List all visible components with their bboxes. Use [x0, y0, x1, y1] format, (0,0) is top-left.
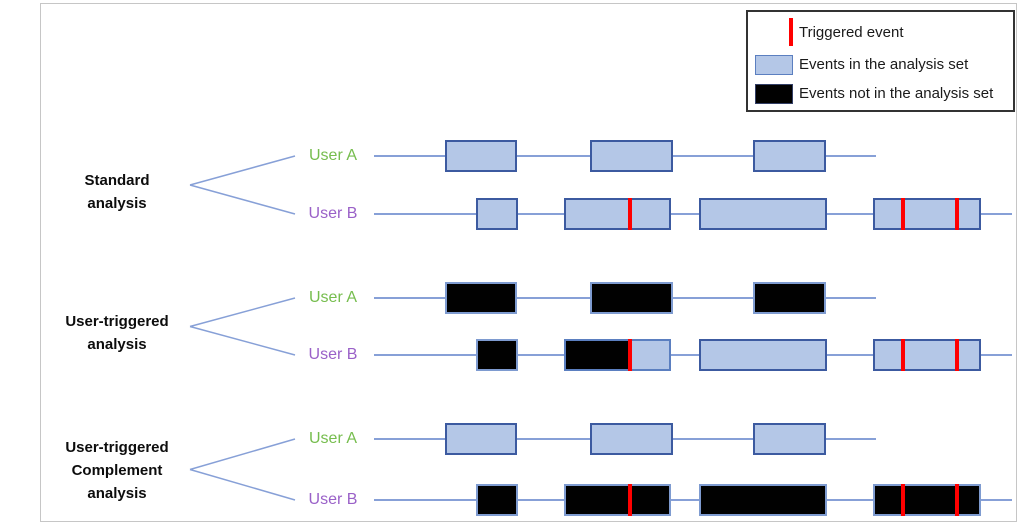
section-label-line: analysis: [87, 195, 147, 212]
legend-label-included-events: Events in the analysis set: [799, 56, 969, 74]
triggered-event-marker: [901, 484, 905, 516]
section-label-standard: Standard analysis: [42, 169, 192, 215]
user-label-standard-user-b: User B: [308, 205, 358, 222]
event-box-included-user-triggered-user-b: [873, 339, 981, 371]
legend: Triggered event Events in the analysis s…: [746, 10, 1015, 112]
section-label-line: Complement: [71, 462, 163, 479]
triggered-event-marker: [628, 484, 632, 516]
excluded-event-swatch-icon: [755, 83, 793, 104]
triggered-event-swatch-icon: [789, 18, 793, 47]
section-label-line: Standard: [84, 172, 150, 189]
user-label-user-triggered-complement-user-a: User A: [308, 430, 357, 447]
event-box-included-user-triggered-complement-user-a: [590, 423, 673, 455]
triggered-event-marker: [955, 339, 959, 371]
event-box-included-user-triggered-user-b: [699, 339, 827, 371]
section-label-line: User-triggered: [65, 313, 169, 330]
timeline-user-triggered-complement-user-b: [374, 499, 1012, 501]
triggered-event-marker: [955, 198, 959, 230]
event-box-included-standard-user-b: [873, 198, 981, 230]
user-label-user-triggered-complement-user-b: User B: [308, 491, 358, 508]
timeline-standard-user-b: [374, 213, 1012, 215]
section-label-line: analysis: [87, 485, 147, 502]
event-box-excluded-user-triggered-complement-user-b: [699, 484, 827, 516]
triggered-event-marker: [955, 484, 959, 516]
event-box-excluded-user-triggered-complement-user-b: [476, 484, 518, 516]
section-label-line: analysis: [87, 336, 147, 353]
legend-item-excluded-events: Events not in the analysis set: [752, 83, 1009, 104]
user-label-standard-user-a: User A: [308, 147, 357, 164]
legend-item-included-events: Events in the analysis set: [752, 54, 1009, 75]
event-box-split-user-triggered-user-b: [564, 339, 671, 371]
user-label-user-triggered-user-b: User B: [308, 346, 358, 363]
event-box-included-standard-user-b: [476, 198, 518, 230]
user-label-user-triggered-user-a: User A: [308, 289, 357, 306]
event-box-excluded-user-triggered-user-a: [590, 282, 673, 314]
event-box-included-standard-user-b: [699, 198, 827, 230]
timeline-user-triggered-user-b: [374, 354, 1012, 356]
event-box-included-part: [630, 341, 669, 369]
event-box-excluded-user-triggered-complement-user-b: [564, 484, 671, 516]
section-label-line: User-triggered: [65, 439, 169, 456]
event-box-excluded-user-triggered-user-b: [476, 339, 518, 371]
included-event-swatch-icon: [755, 54, 793, 75]
triggered-event-marker: [901, 339, 905, 371]
event-box-included-standard-user-a: [445, 140, 517, 172]
triggered-event-marker: [901, 198, 905, 230]
legend-label-triggered-event: Triggered event: [799, 23, 904, 41]
event-box-excluded-user-triggered-user-a: [753, 282, 826, 314]
legend-label-excluded-events: Events not in the analysis set: [799, 85, 994, 103]
event-box-included-user-triggered-complement-user-a: [445, 423, 517, 455]
event-box-excluded-user-triggered-complement-user-b: [873, 484, 981, 516]
legend-item-triggered-event: Triggered event: [752, 18, 1009, 47]
event-box-included-user-triggered-complement-user-a: [753, 423, 826, 455]
triggered-event-marker: [628, 198, 632, 230]
triggered-event-marker: [628, 339, 632, 371]
event-box-excluded-user-triggered-user-a: [445, 282, 517, 314]
section-label-user-triggered: User-triggered analysis: [42, 310, 192, 356]
event-box-included-standard-user-a: [753, 140, 826, 172]
event-box-included-standard-user-a: [590, 140, 673, 172]
event-box-included-standard-user-b: [564, 198, 671, 230]
